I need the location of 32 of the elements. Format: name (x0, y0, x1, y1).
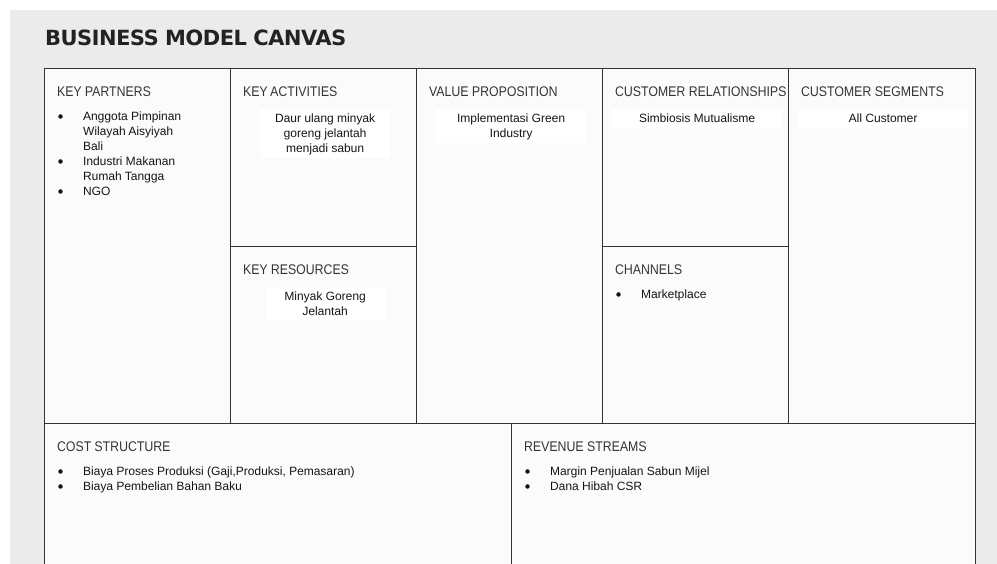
canvas-block (511, 423, 976, 564)
bullet-text: Biaya Proses Produksi (Gaji,Produksi, Pemasaran) (83, 464, 354, 478)
block-heading: CUSTOMER SEGMENTS (801, 83, 944, 99)
canvas-block (416, 68, 604, 425)
block-heading: CHANNELS (615, 261, 682, 277)
bullet-text: Margin Penjualan Sabun Mijel (550, 464, 710, 478)
block-heading: VALUE PROPOSITION (429, 83, 558, 99)
bullet-text: Industri Makanan Rumah Tangga (83, 154, 176, 183)
block-heading: KEY PARTNERS (57, 83, 151, 99)
block-heading: CUSTOMER RELATIONSHIPS (615, 83, 786, 99)
canvas-block (230, 68, 418, 248)
canvas-block (230, 246, 418, 425)
block-text: Minyak Goreng Jelantah (265, 287, 385, 321)
bullet-text: NGO (83, 184, 110, 198)
bullet-text: Anggota Pimpinan Wilayah Aisyiyah Bali (83, 109, 182, 153)
block-text: Implementasi Green Industry (436, 109, 586, 143)
bullet-text: Dana Hibah CSR (550, 479, 642, 493)
block-heading: KEY RESOURCES (243, 261, 349, 277)
canvas-block (602, 68, 790, 248)
canvas-title: BUSINESS MODEL CANVAS (45, 26, 346, 50)
canvas-block (44, 423, 513, 564)
canvas-block (602, 246, 790, 425)
block-text: All Customer (798, 109, 968, 128)
canvas-block (44, 68, 232, 425)
block-text: Daur ulang minyak goreng jelantah menjadi sabun (260, 109, 390, 158)
block-heading: REVENUE STREAMS (524, 438, 647, 454)
block-text: Simbiosis Mutualisme (612, 109, 782, 128)
bullet-text: Biaya Pembelian Bahan Baku (83, 479, 242, 493)
bullet-text: Marketplace (641, 287, 706, 301)
canvas-block (788, 68, 976, 425)
block-heading: COST STRUCTURE (57, 438, 170, 454)
block-heading: KEY ACTIVITIES (243, 83, 338, 99)
